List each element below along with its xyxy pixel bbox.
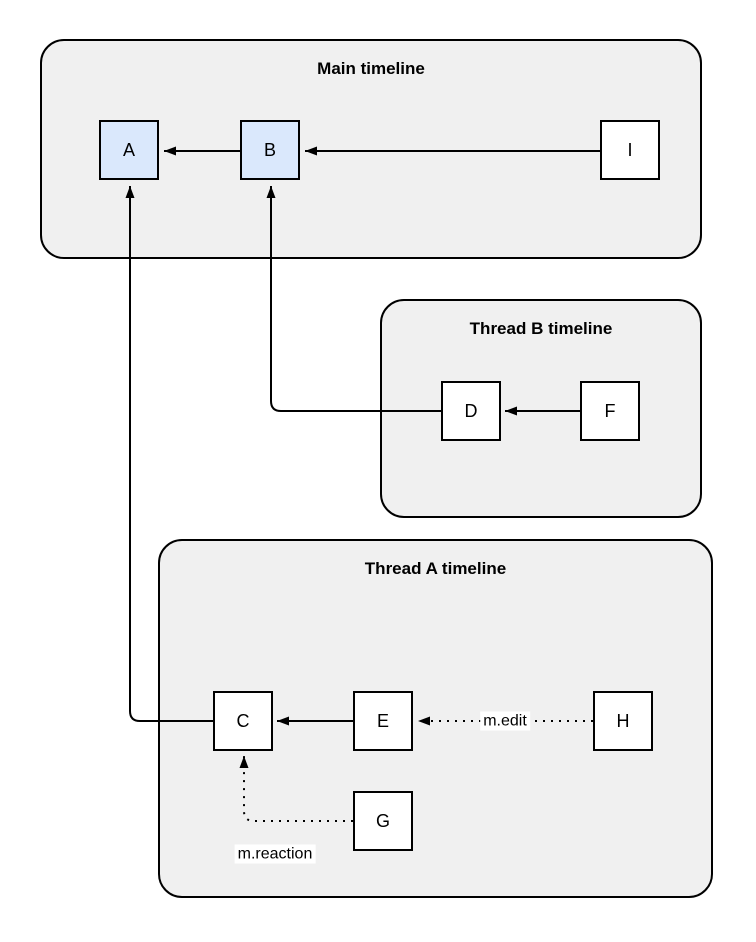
node-f: F (580, 381, 640, 441)
container-title-main-timeline: Main timeline (317, 59, 425, 78)
node-g: G (353, 791, 413, 851)
node-c: C (213, 691, 273, 751)
node-h: H (593, 691, 653, 751)
node-d: D (441, 381, 501, 441)
node-b: B (240, 120, 300, 180)
container-title-thread-b-timeline: Thread B timeline (469, 319, 613, 338)
edge-label-m-edit: m.edit (480, 711, 530, 731)
container-thread-b-timeline: Thread B timeline (380, 299, 702, 518)
node-i: I (600, 120, 660, 180)
node-a: A (99, 120, 159, 180)
container-title-thread-a-timeline: Thread A timeline (364, 559, 507, 578)
node-e: E (353, 691, 413, 751)
edge-label-m-reaction: m.reaction (234, 844, 316, 864)
